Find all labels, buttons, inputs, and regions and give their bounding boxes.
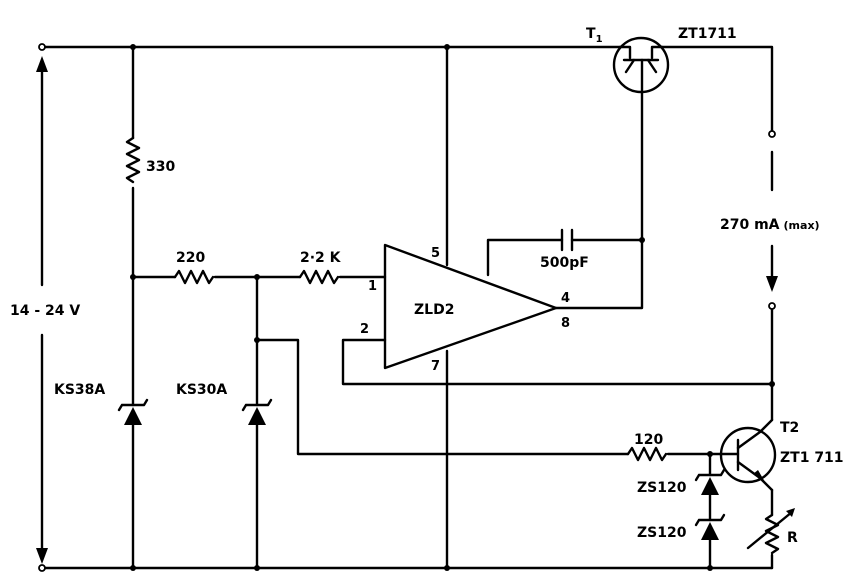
pin-7-label: 7 [431,359,440,374]
capacitor-label: 500pF [540,255,589,271]
pin-2-label: 2 [360,322,369,337]
resistor-330-label: 330 [146,159,175,175]
opamp-label: ZLD2 [414,302,454,318]
zener-ks30a-label: KS30A [176,382,227,398]
zener-zs120-upper-label: ZS120 [637,480,687,496]
resistor-2-2k-label: 2·2 K [300,250,342,266]
current-label: 270 mA(max) [720,217,820,233]
branch-ks30a [241,275,630,570]
resistor-330 [125,136,141,184]
resistor-120 [626,446,740,462]
zener-zs120-upper [694,468,726,495]
transistor-t2 [719,418,777,492]
pin-4-label: 4 [561,291,570,306]
resistor-220-label: 220 [176,250,205,266]
t1-type-label: ZT1711 [678,26,737,42]
opamp-zld2 [341,45,774,570]
variable-resistor-label: R [787,530,798,546]
resistor-220 [131,269,302,285]
zener-ks38a [117,398,149,425]
supply-rails [40,45,774,570]
t2-name-label: T2 [780,420,799,436]
pin-5-label: 5 [431,246,440,261]
zener-zs120-lower-label: ZS120 [637,525,687,541]
pin-1-label: 1 [368,279,377,294]
variable-resistor-r [746,488,795,570]
t1-name-label: T1 [586,26,603,45]
load-terminals [766,130,778,422]
zener-zs120-lower [694,513,726,540]
t2-type-label: ZT1 711 [780,450,844,466]
resistor-2-2k [298,269,387,285]
capacitor-500pf [486,228,644,277]
branch-zs120 [694,452,726,570]
supply-terminals [36,43,48,572]
supply-voltage-label: 14 - 24 V [10,303,80,319]
zener-ks38a-label: KS38A [54,382,105,398]
transistor-t1 [612,36,670,242]
zener-ks30a [241,398,273,425]
resistor-120-label: 120 [634,432,663,448]
branch-330-ks38a [117,45,149,570]
junction-dots [130,44,775,571]
pin-8-label: 8 [561,316,570,331]
